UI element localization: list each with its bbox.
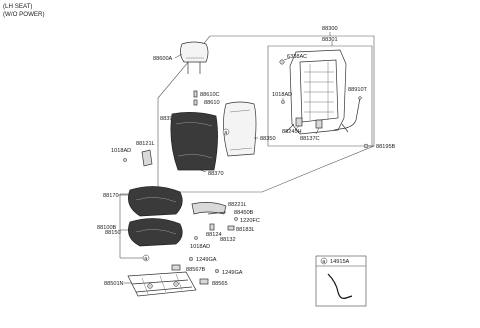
cover-88565 (199, 278, 209, 285)
label-88600A: 88600A (153, 56, 173, 62)
label-1018AD-lower: 1018AD (190, 244, 210, 250)
label-88124: 88124 (206, 232, 222, 238)
label-6338AC: 6338AC (287, 54, 307, 60)
label-88137C: 88137C (300, 136, 320, 142)
label-88150: 88150 (105, 230, 121, 236)
label-88301: 88301 (322, 37, 338, 43)
svg-text:a: a (322, 259, 326, 265)
svg-text:a: a (144, 256, 148, 262)
bracket-88245H (295, 117, 303, 127)
bracket-88137C (315, 119, 323, 129)
label-88350: 88350 (260, 136, 276, 142)
back-cushion-88370 (170, 112, 218, 171)
label-88610C: 88610C (200, 92, 220, 98)
label-88245H: 88245H (282, 129, 302, 135)
callout-marker-icon (320, 257, 328, 265)
label-88910T: 88910T (348, 87, 368, 93)
label-88567B: 88567B (186, 267, 206, 273)
headrest-guide-88610C (193, 90, 198, 98)
seat-cushion-88170 (128, 186, 183, 217)
label-88183L: 88183L (236, 227, 255, 233)
label-88397: 88397 (160, 116, 176, 122)
label-88610: 88610 (204, 100, 220, 106)
back-assembly-frame (157, 35, 375, 193)
screw-icon (123, 158, 127, 162)
headrest-guide-88610 (193, 99, 198, 106)
screw-icon (194, 236, 198, 240)
cover-88183L (227, 225, 235, 231)
label-1249GA-right: 1249GA (222, 270, 243, 276)
bolt-icon (214, 268, 220, 274)
recliner-lever-88450B (207, 211, 227, 215)
label-88300: 88300 (322, 26, 338, 32)
bolt-icon (188, 256, 194, 262)
header-lh-seat: (LH SEAT) (3, 3, 32, 10)
back-cover-88350: a (222, 101, 257, 157)
screw-icon (234, 217, 238, 221)
lumbar-cable-88910T (333, 96, 362, 131)
label-1249GA-top: 1249GA (196, 257, 217, 263)
bolt-icon (279, 59, 285, 65)
seat-pad-88150 (128, 218, 183, 247)
bracket-88124 (209, 223, 215, 231)
clip-icon (363, 143, 369, 149)
label-88501N: 88501N (104, 281, 124, 287)
side-trim-88221L (191, 202, 227, 215)
label-1018AD-back: 1018AD (272, 92, 292, 98)
seat-track-88501N (127, 271, 197, 297)
label-88100B: 88100B (97, 225, 117, 231)
label-88170: 88170 (103, 193, 119, 199)
headrest-88600A (180, 41, 209, 74)
callout-marker-icon (142, 254, 150, 262)
callout-box-14915A: a 14915A (315, 255, 367, 307)
assembly-bracket-88100B (119, 193, 144, 259)
label-88221L: 88221L (228, 202, 247, 208)
label-88132: 88132 (220, 237, 236, 243)
label-88195B: 88195B (376, 144, 396, 150)
svg-text:a: a (224, 130, 228, 136)
label-88370: 88370 (208, 171, 224, 177)
label-14915A: 14915A (330, 259, 350, 265)
header-wo-power: (W/O POWER) (3, 11, 45, 18)
label-88450B: 88450B (234, 210, 254, 216)
label-1018AD-side: 1018AD (111, 148, 131, 154)
label-88121L: 88121L (136, 141, 155, 147)
side-cover-88121L (141, 149, 153, 167)
label-1220FC: 1220FC (240, 218, 260, 224)
label-88565: 88565 (212, 281, 228, 287)
screw-icon (281, 100, 285, 104)
cover-88567B (171, 264, 181, 271)
